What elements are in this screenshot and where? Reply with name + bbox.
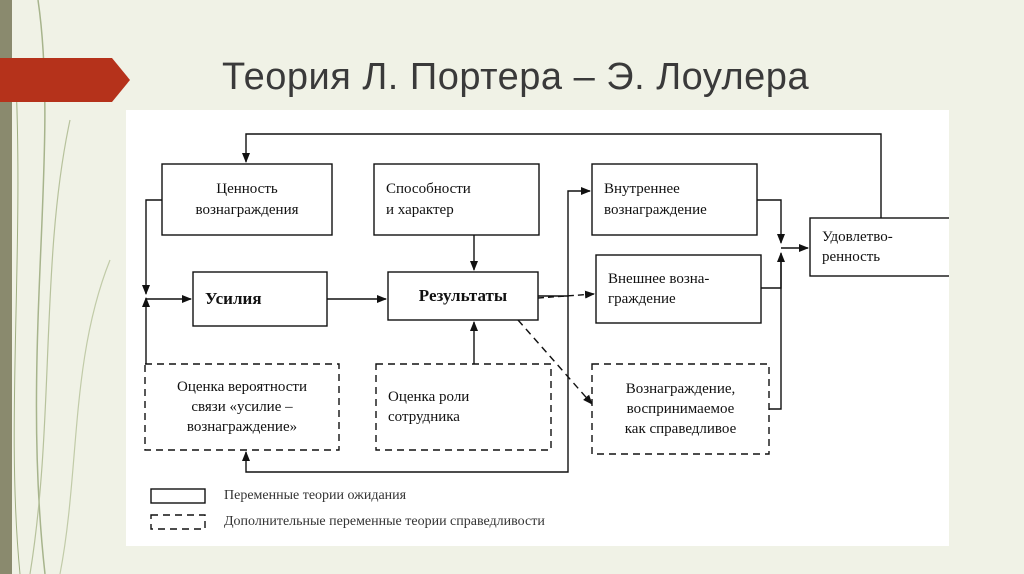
legend-label-dashed: Дополнительные переменные теории справед… <box>224 514 545 529</box>
left-edge-strip <box>0 0 12 574</box>
node-extrinsic-reward: Внешнее возна- граждение <box>608 270 710 307</box>
connector <box>757 199 785 244</box>
decorative-curve <box>13 59 21 574</box>
box-border <box>809 217 949 277</box>
node-abilities: Способности и характер <box>386 181 471 218</box>
decorative-curve <box>59 259 111 574</box>
node-perceived-fair-reward: Вознаграждение, воспринимаемое как справ… <box>624 380 737 438</box>
title-accent-arrow <box>0 58 130 102</box>
box-border <box>595 254 762 324</box>
connector <box>242 133 882 218</box>
slide-title: Теория Л. Портера – Э. Лоулера <box>222 56 810 98</box>
legend-swatch-solid <box>150 488 206 504</box>
node-reward-value: Ценность вознаграждения <box>195 181 299 218</box>
connector <box>517 319 593 405</box>
connector <box>538 187 591 297</box>
connector <box>761 252 785 289</box>
node-effort: Усилия <box>205 288 262 308</box>
node-results: Результаты <box>418 285 508 305</box>
box-border <box>373 163 540 236</box>
decorative-curve <box>29 119 71 574</box>
connector <box>142 199 162 295</box>
porter-lawler-diagram: Ценность вознаграждения Способности и ха… <box>126 110 949 546</box>
connector <box>242 296 569 473</box>
legend-swatch-dashed <box>150 514 206 530</box>
node-satisfaction: Удовлетво- ренность <box>822 228 893 265</box>
legend-label-solid: Переменные теории ожидания <box>224 488 407 503</box>
node-intrinsic-reward: Внутреннее вознаграждение <box>604 181 707 218</box>
box-border <box>144 363 340 451</box>
node-role-perception: Оценка роли сотрудника <box>388 388 470 425</box>
diagram-connectors <box>142 133 949 530</box>
box-border <box>375 363 552 451</box>
connector <box>769 254 782 410</box>
node-effort-reward-probability: Оценка вероятности связи «усилие – возна… <box>177 378 307 436</box>
